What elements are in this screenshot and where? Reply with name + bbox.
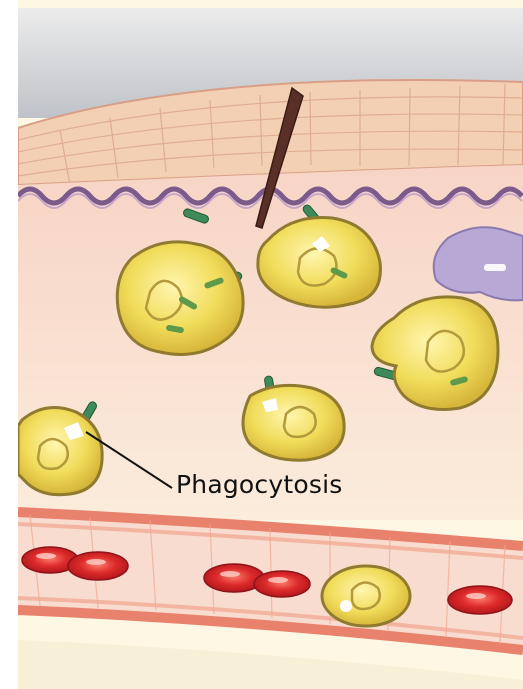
phagocytosis-label: Phagocytosis	[176, 472, 342, 497]
phagocyte-icon	[243, 385, 344, 460]
red-blood-cell-icon	[254, 571, 310, 597]
red-blood-cell-icon	[448, 586, 512, 614]
phagocyte-icon	[18, 408, 102, 495]
phagocyte-icon	[258, 217, 381, 307]
phagocyte-icon	[322, 566, 410, 626]
red-blood-cell-icon	[68, 552, 128, 580]
phagocyte-icon	[117, 242, 243, 355]
